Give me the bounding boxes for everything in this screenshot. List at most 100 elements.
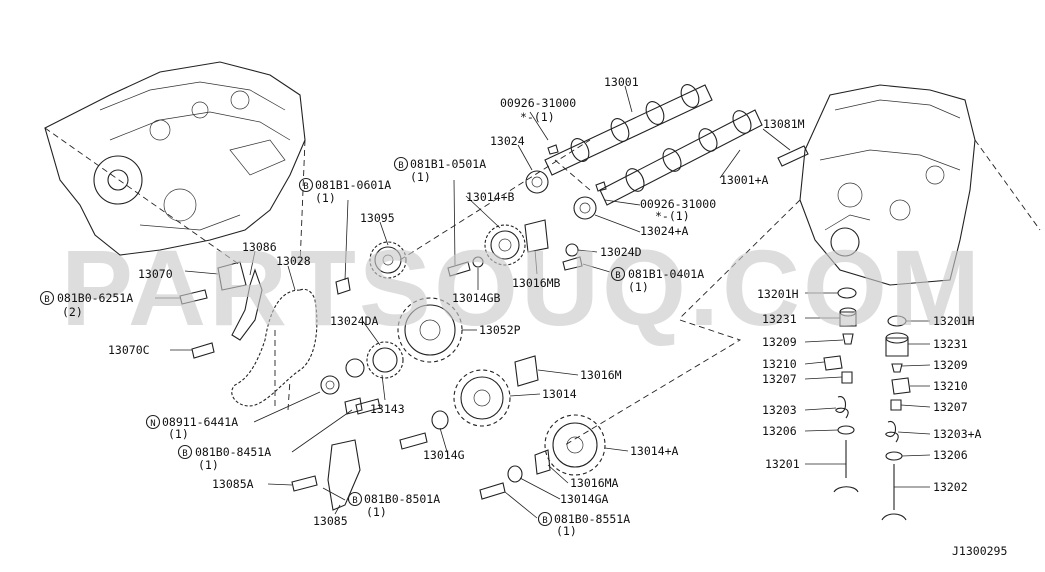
camshaft-13001A <box>599 109 763 206</box>
bolt-081B1-0601A <box>335 277 351 295</box>
label-0401A-qty: (1) <box>628 280 649 294</box>
timing-chain-13028 <box>231 288 318 407</box>
label-13206-right[interactable]: 13206 <box>933 448 968 462</box>
label-13085[interactable]: 13085 <box>313 514 348 528</box>
label-13016M[interactable]: 13016M <box>580 368 622 382</box>
label-8551A-qty: (1) <box>556 524 577 538</box>
bolt-marker-letter-8551a: B <box>542 516 547 526</box>
bolt-marker-letter-0401a: B <box>615 271 620 281</box>
label-13014GA[interactable]: 13014GA <box>560 492 609 506</box>
label-13206-left[interactable]: 13206 <box>762 424 797 438</box>
label-13014GB[interactable]: 13014GB <box>452 291 501 305</box>
label-081B0-8501A[interactable]: 081B0-8501A <box>364 492 440 506</box>
label-13207-left[interactable]: 13207 <box>762 372 797 386</box>
label-08911-6441A[interactable]: 08911-6441A <box>162 415 238 429</box>
label-13014A[interactable]: 13014+A <box>630 444 679 458</box>
label-13024DA[interactable]: 13024DA <box>330 314 379 328</box>
chain-guide-13086 <box>231 268 263 341</box>
label-13085A[interactable]: 13085A <box>212 477 254 491</box>
label-00926-b-qty: *-(1) <box>655 209 690 223</box>
label-081B1-0601A[interactable]: 081B1-0601A <box>315 178 391 192</box>
label-13070[interactable]: 13070 <box>138 267 173 281</box>
label-13024A[interactable]: 13024+A <box>640 224 689 238</box>
label-0501A-qty: (1) <box>410 170 431 184</box>
bolt-marker-0601a <box>298 177 314 193</box>
label-13209-right[interactable]: 13209 <box>933 358 968 372</box>
label-13028[interactable]: 13028 <box>276 254 311 268</box>
label-13014[interactable]: 13014 <box>542 387 577 401</box>
label-13210-right[interactable]: 13210 <box>933 379 968 393</box>
nut-marker-letter-6441a: N <box>150 419 155 429</box>
engine-block-right-illustration <box>799 84 976 286</box>
spacer-13143 <box>320 375 340 395</box>
bolt-marker-8501a <box>347 491 363 507</box>
bolt-marker-letter-6251a: B <box>44 295 49 305</box>
label-13016MB[interactable]: 13016MB <box>512 276 561 290</box>
spacer-13016M <box>514 355 539 387</box>
label-13001A[interactable]: 13001+A <box>720 173 769 187</box>
label-13014B[interactable]: 13014+B <box>466 190 515 204</box>
bolt-081B1-0401A <box>562 256 583 271</box>
label-081B1-0401A[interactable]: 081B1-0401A <box>628 267 704 281</box>
label-13231-left[interactable]: 13231 <box>762 312 797 326</box>
label-13201H-right[interactable]: 13201H <box>933 314 975 328</box>
label-13081M[interactable]: 13081M <box>763 117 805 131</box>
plug-13070C <box>191 342 215 359</box>
idler-sprocket-13095 <box>369 241 407 279</box>
watermark-text: PARTSOUQ.COM <box>61 227 983 348</box>
label-13210-left[interactable]: 13210 <box>762 357 797 371</box>
label-081B1-0501A[interactable]: 081B1-0501A <box>410 157 486 171</box>
camshaft-13001 <box>544 84 713 176</box>
bolt-markers: B B B B N B B B <box>39 156 626 527</box>
label-13201[interactable]: 13201 <box>765 457 800 471</box>
label-13086[interactable]: 13086 <box>242 240 277 254</box>
label-13209-left[interactable]: 13209 <box>762 335 797 349</box>
label-081B0-8451A[interactable]: 081B0-8451A <box>195 445 271 459</box>
label-13052P[interactable]: 13052P <box>479 323 521 337</box>
diagram-id: J1300295 <box>952 544 1007 558</box>
valve-train-right-column <box>881 315 911 521</box>
label-13203[interactable]: 13203 <box>762 403 797 417</box>
bolt-marker-6251a <box>39 290 55 306</box>
label-13016MA[interactable]: 13016MA <box>570 476 619 490</box>
label-13095[interactable]: 13095 <box>360 211 395 225</box>
label-13201H-left[interactable]: 13201H <box>757 287 799 301</box>
washer-13014GB <box>472 256 484 268</box>
label-13001[interactable]: 13001 <box>604 75 639 89</box>
bolt-marker-0401a <box>610 266 626 282</box>
sprocket-13014 <box>453 369 511 427</box>
bolt-081B0-8501A <box>355 398 381 415</box>
dowel-pin-00926-b <box>595 181 607 192</box>
label-00926-31000-b[interactable]: 00926-31000 <box>640 197 716 211</box>
label-13014G[interactable]: 13014G <box>423 448 465 462</box>
camshaft-sprocket-13024A <box>573 196 597 220</box>
label-0601A-qty: (1) <box>315 191 336 205</box>
label-8501A-qty: (1) <box>366 505 387 519</box>
bolt-13085A <box>291 475 318 492</box>
label-00926-a-qty: *-(1) <box>520 110 555 124</box>
dowel-pin-00926-a <box>547 144 559 155</box>
bolt-marker-8451a <box>177 444 193 460</box>
label-13024[interactable]: 13024 <box>490 134 525 148</box>
label-13024D[interactable]: 13024D <box>600 245 642 259</box>
label-13202[interactable]: 13202 <box>933 480 968 494</box>
bolt-081B1-0501A <box>447 261 471 277</box>
label-13070C[interactable]: 13070C <box>108 343 150 357</box>
sprocket-13014A <box>544 414 606 476</box>
nut-marker-6441a <box>145 414 161 430</box>
label-081B0-6251A[interactable]: 081B0-6251A <box>57 291 133 305</box>
label-081B0-8551A[interactable]: 081B0-8551A <box>554 512 630 526</box>
label-13231-right[interactable]: 13231 <box>933 337 968 351</box>
spacer-13016MB <box>524 219 549 253</box>
camshaft-sprocket-13024 <box>525 170 549 194</box>
label-8451A-qty: (1) <box>198 458 219 472</box>
tensioner-13081m <box>777 145 809 167</box>
label-13143[interactable]: 13143 <box>370 402 405 416</box>
bolt-marker-letter-0501a: B <box>398 161 403 171</box>
label-13203A[interactable]: 13203+A <box>933 427 982 441</box>
label-00926-31000-a[interactable]: 00926-31000 <box>500 96 576 110</box>
label-13207-right[interactable]: 13207 <box>933 400 968 414</box>
label-6251A-qty: (2) <box>62 305 83 319</box>
spacer-13016MA <box>534 449 551 475</box>
valve-train-left-column <box>823 287 859 493</box>
